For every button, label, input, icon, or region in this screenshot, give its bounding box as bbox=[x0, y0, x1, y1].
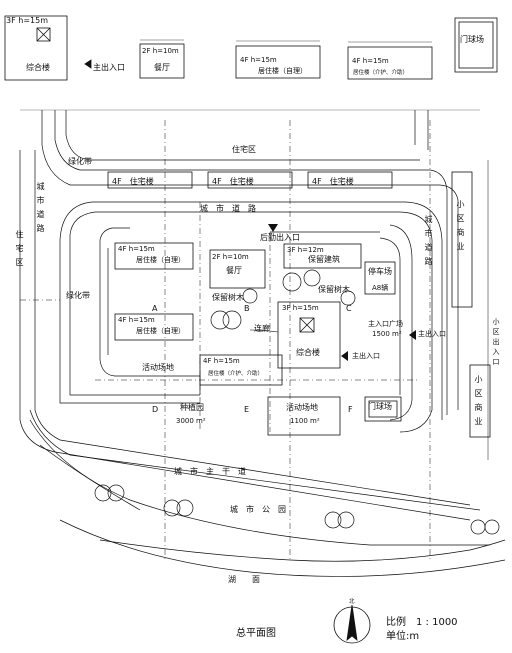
zone-f: F bbox=[348, 405, 353, 414]
zone-b: B bbox=[244, 304, 250, 313]
preserved-building-label: 3F h=12m bbox=[287, 246, 324, 254]
green-belt-top-label: 绿化带 bbox=[68, 157, 92, 166]
garden-name: 种植园 bbox=[180, 403, 204, 412]
court-b-label: 门球场 bbox=[368, 402, 392, 411]
city-road-right-label: 城市道路 bbox=[424, 215, 433, 271]
apartment-1: 4F 住宅楼 bbox=[112, 177, 154, 186]
park-edges bbox=[29, 419, 506, 577]
plaza-name: 主入口广场 bbox=[368, 320, 403, 328]
preserved-trees bbox=[94, 269, 500, 535]
housing-care-b-name: 居住楼（介护、介助） bbox=[208, 371, 264, 377]
legend-restaurant-label: 2F h=10m bbox=[142, 47, 179, 55]
housing-self-top-name: 居住楼（自理） bbox=[136, 256, 185, 264]
drawing-title: 总平面图 bbox=[236, 628, 276, 639]
legend-restaurant bbox=[139, 43, 185, 79]
legend-complex-label: 3F h=15m bbox=[6, 16, 48, 25]
unit-text: 单位:m bbox=[386, 631, 420, 642]
site-buildings bbox=[114, 242, 402, 436]
corridor-label: 连廊 bbox=[254, 324, 270, 333]
north-label: 北 bbox=[349, 599, 355, 605]
preserved-building-name: 保留建筑 bbox=[308, 255, 340, 264]
main-road-label: 城 市 主 干 道 bbox=[174, 467, 246, 476]
legend-complex-name: 综合楼 bbox=[26, 63, 50, 72]
legend-complex-entrance: 主出入口 bbox=[93, 63, 125, 72]
commerce-blocks bbox=[451, 160, 491, 460]
garden-area: 3000 m² bbox=[176, 417, 206, 425]
entrance-arrows bbox=[268, 224, 416, 361]
site-inner-road bbox=[59, 201, 443, 433]
complex-b-name: 综合楼 bbox=[296, 348, 320, 357]
apartment-3: 4F 住宅楼 bbox=[312, 177, 354, 186]
legend-complex-building bbox=[4, 15, 92, 81]
legend-court bbox=[454, 17, 498, 73]
housing-self-top-label: 4F h=15m bbox=[118, 245, 155, 253]
city-road-top-label: 城 市 道 路 bbox=[200, 204, 256, 213]
preserved-trees-c-label: 保留树木 bbox=[318, 285, 350, 294]
city-road-left-label: 城市道路 bbox=[36, 182, 45, 238]
b-restaurant-label: 2F h=10m bbox=[212, 253, 249, 261]
commerce-top-label: 小区商业 bbox=[456, 200, 465, 256]
activity-area-label: 活动场地 bbox=[142, 363, 174, 372]
community-entrance-label: 小区出入口 bbox=[492, 318, 500, 368]
housing-self-bottom-name: 居住楼（自理） bbox=[136, 327, 185, 335]
plaza-area: 1500 m² bbox=[372, 330, 402, 338]
legend-court-name: 门球场 bbox=[460, 35, 484, 44]
preserved-trees-b-label: 保留树木 bbox=[212, 293, 244, 302]
zone-c: C bbox=[346, 304, 352, 313]
outer-roads bbox=[19, 109, 481, 521]
apartment-2: 4F 住宅楼 bbox=[212, 177, 254, 186]
zone-a: A bbox=[152, 304, 158, 313]
legend-housing-self bbox=[235, 45, 321, 79]
commerce-bottom-label: 小区商业 bbox=[474, 375, 483, 431]
legend-housing-care bbox=[347, 46, 433, 80]
apartment-blocks bbox=[107, 171, 393, 189]
north-arrow bbox=[333, 604, 371, 644]
legend-housing-care-label: 4F h=15m bbox=[352, 57, 389, 65]
activity-court-area: 1100 m² bbox=[290, 417, 320, 425]
zone-dividers bbox=[20, 120, 431, 560]
legend-restaurant-name: 餐厅 bbox=[154, 63, 170, 72]
legend-housing-self-name: 居住楼（自理） bbox=[258, 67, 307, 75]
b-restaurant-name: 餐厅 bbox=[226, 266, 242, 275]
parking-count: A8辆 bbox=[372, 284, 389, 292]
main-entrance-label: 主出入口 bbox=[352, 352, 380, 360]
lake-label: 湖 面 bbox=[228, 575, 260, 584]
zone-e: E bbox=[244, 405, 250, 414]
green-belt-left-label: 绿化带 bbox=[66, 291, 90, 300]
right-entrance-label: 主出入口 bbox=[418, 330, 446, 338]
parking-name: 停车场 bbox=[368, 267, 392, 276]
zone-d: D bbox=[152, 405, 159, 414]
legend-housing-self-label: 4F h=15m bbox=[240, 56, 277, 64]
housing-care-b-label: 4F h=15m bbox=[203, 357, 240, 365]
scale-text: 比例 1 : 1000 bbox=[386, 617, 458, 628]
residential-left-label: 住宅区 bbox=[15, 230, 24, 272]
housing-self-bottom-label: 4F h=15m bbox=[118, 316, 155, 324]
complex-b-label: 3F h=15m bbox=[282, 304, 319, 312]
back-entrance-label: 后勤出入口 bbox=[260, 233, 300, 242]
legend-housing-care-name: 居住楼（介护、介助） bbox=[353, 70, 409, 76]
city-park-label: 城 市 公 园 bbox=[230, 505, 286, 514]
activity-court-name: 活动场地 bbox=[286, 403, 318, 412]
residential-area-label: 住宅区 bbox=[232, 145, 256, 154]
